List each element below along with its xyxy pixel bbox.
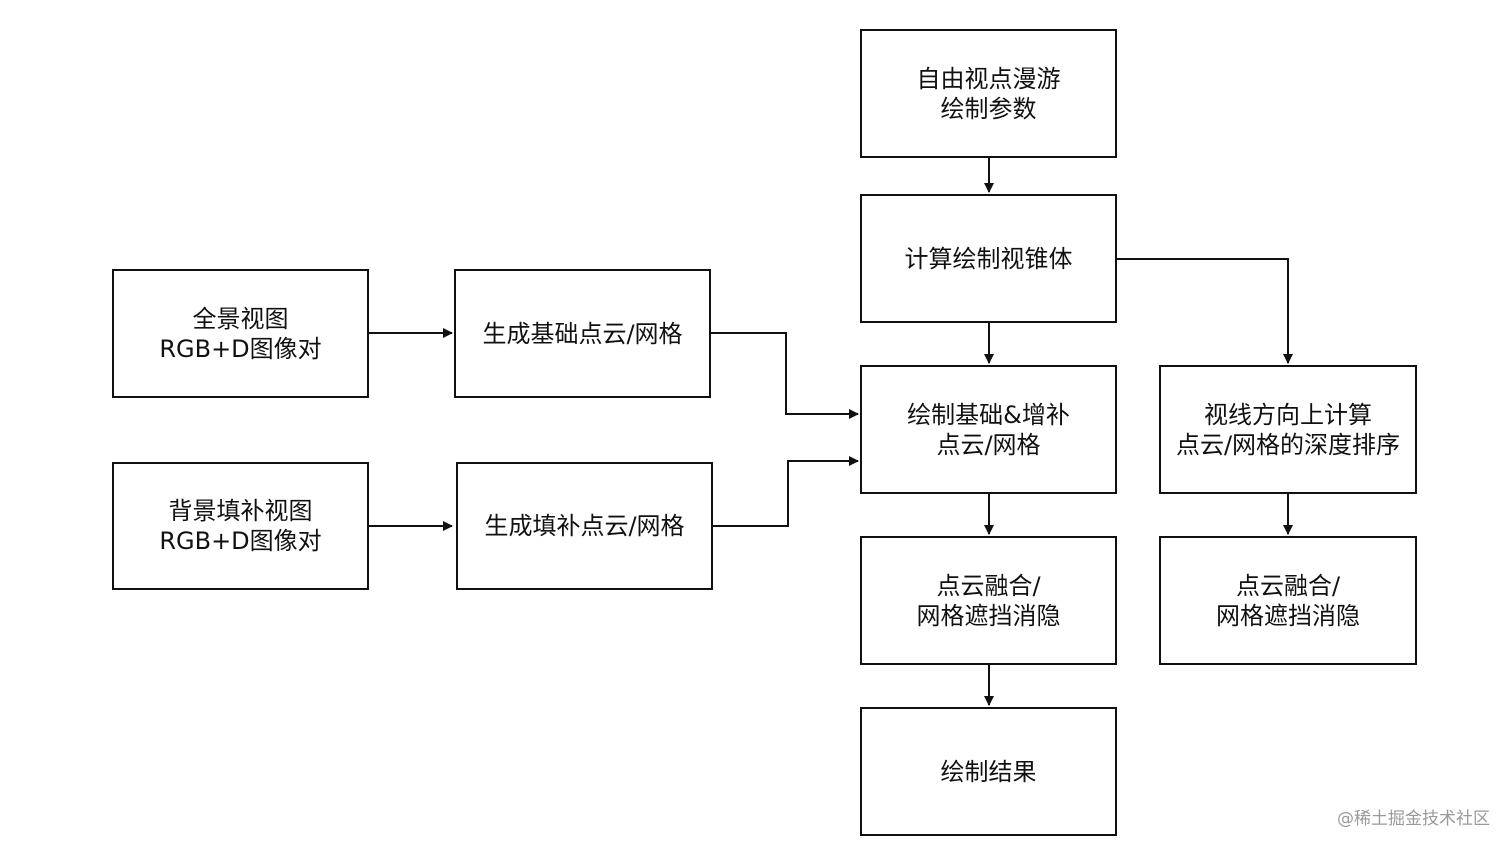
node-label-line: 绘制参数 xyxy=(940,94,1037,123)
depth-sort-node: 视线方向上计算 点云/网格的深度排序 xyxy=(1159,365,1417,494)
node-label-line: 生成基础点云/网格 xyxy=(482,319,683,348)
node-label-line: RGB+D图像对 xyxy=(159,334,322,363)
node-label-line: 计算绘制视锥体 xyxy=(904,244,1073,273)
node-label-line: 背景填补视图 xyxy=(168,497,313,525)
watermark: @稀土掘金技术社区 xyxy=(1337,809,1490,829)
node-label-line: 生成填补点云/网格 xyxy=(484,512,685,540)
node-label-line: 点云/网格 xyxy=(936,430,1041,459)
pointcloud-fusion-node-right: 点云融合/ 网格遮挡消隐 xyxy=(1159,536,1417,665)
node-label-line: 点云/网格的深度排序 xyxy=(1175,430,1401,459)
node-label-line: 视线方向上计算 xyxy=(1204,400,1372,429)
background-fill-view-node: 背景填补视图 RGB+D图像对 xyxy=(112,462,369,590)
arrow-frustum-to-sort xyxy=(1117,258,1293,364)
draw-result-node: 绘制结果 xyxy=(860,707,1117,836)
node-label-line: 网格遮挡消隐 xyxy=(916,601,1061,630)
draw-base-and-fill-node: 绘制基础&增补 点云/网格 xyxy=(860,365,1117,494)
pointcloud-fusion-node-left: 点云融合/ 网格遮挡消隐 xyxy=(860,536,1117,665)
node-label-line: 点云融合/ xyxy=(936,571,1041,600)
node-label-line: 绘制结果 xyxy=(940,757,1037,786)
node-label-line: RGB+D图像对 xyxy=(159,527,322,555)
generate-fill-pointcloud-node: 生成填补点云/网格 xyxy=(456,462,713,590)
node-label-line: 点云融合/ xyxy=(1235,571,1341,600)
panorama-view-node: 全景视图 RGB+D图像对 xyxy=(112,269,369,398)
arrow-gen-base-to-draw-base xyxy=(711,332,859,419)
node-label-line: 自由视点漫游 xyxy=(916,64,1061,93)
generate-base-pointcloud-node: 生成基础点云/网格 xyxy=(454,269,711,398)
arrow-gen-fill-to-draw-base xyxy=(713,456,859,527)
node-label-line: 网格遮挡消隐 xyxy=(1216,601,1360,630)
node-label-line: 绘制基础&增补 xyxy=(907,400,1070,429)
free-viewpoint-params-node: 自由视点漫游 绘制参数 xyxy=(860,29,1117,158)
compute-frustum-node: 计算绘制视锥体 xyxy=(860,194,1117,323)
node-label-line: 全景视图 xyxy=(192,304,289,333)
